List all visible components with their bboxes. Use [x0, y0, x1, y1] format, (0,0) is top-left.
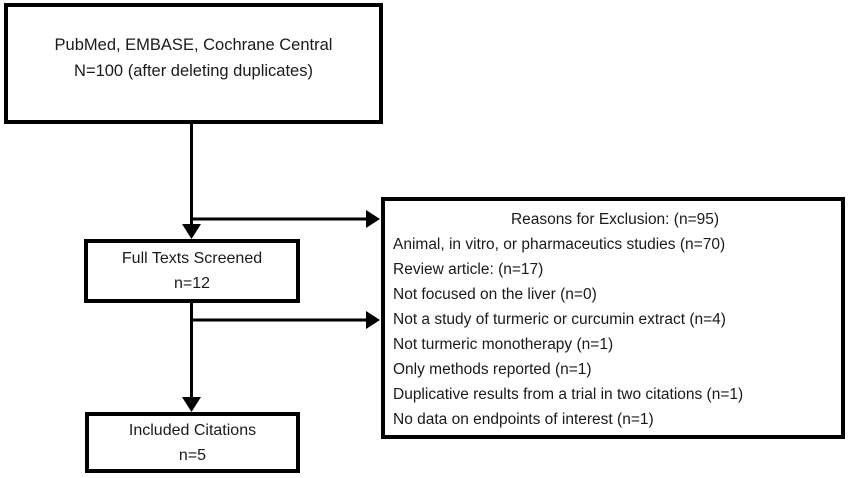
box-full-texts-screened: Full Texts Screened n=12 [84, 239, 300, 303]
exclusion-reason: Review article: (n=17) [393, 261, 544, 278]
exclusion-reason: Not focused on the liver (n=0) [393, 286, 597, 303]
arrow-sources-to-screened [182, 124, 201, 239]
exclusion-reason: Duplicative results from a trial in two … [393, 386, 744, 403]
exclusion-reason: Not turmeric monotherapy (n=1) [393, 336, 614, 353]
exclusion-reason: Only methods reported (n=1) [393, 361, 592, 378]
box-included-citations: Included Citations n=5 [85, 412, 300, 473]
box-reasons-for-exclusion: Reasons for Exclusion: (n=95) Animal, in… [381, 197, 845, 439]
arrow-branch2-to-exclusion [191, 311, 380, 329]
exclusion-reason: No data on endpoints of interest (n=1) [393, 411, 654, 428]
exclusion-reason: Not a study of turmeric or curcumin extr… [393, 311, 726, 328]
included-citations-label: Included Citations [128, 421, 257, 439]
exclusion-reason: Animal, in vitro, or pharmaceutics studi… [393, 236, 726, 253]
full-texts-screened-label: Full Texts Screened [121, 250, 263, 267]
search-sources-line1: PubMed, EMBASE, Cochrane Central [54, 35, 333, 54]
box-search-sources: PubMed, EMBASE, Cochrane Central N=100 (… [4, 3, 383, 124]
included-citations-count: n=5 [178, 446, 207, 464]
full-texts-screened-count: n=12 [173, 275, 211, 292]
arrow-branch1-to-exclusion [191, 210, 380, 228]
exclusion-title: Reasons for Exclusion: (n=95) [510, 211, 720, 228]
search-sources-count: N=100 (after deleting duplicates) [74, 61, 313, 80]
